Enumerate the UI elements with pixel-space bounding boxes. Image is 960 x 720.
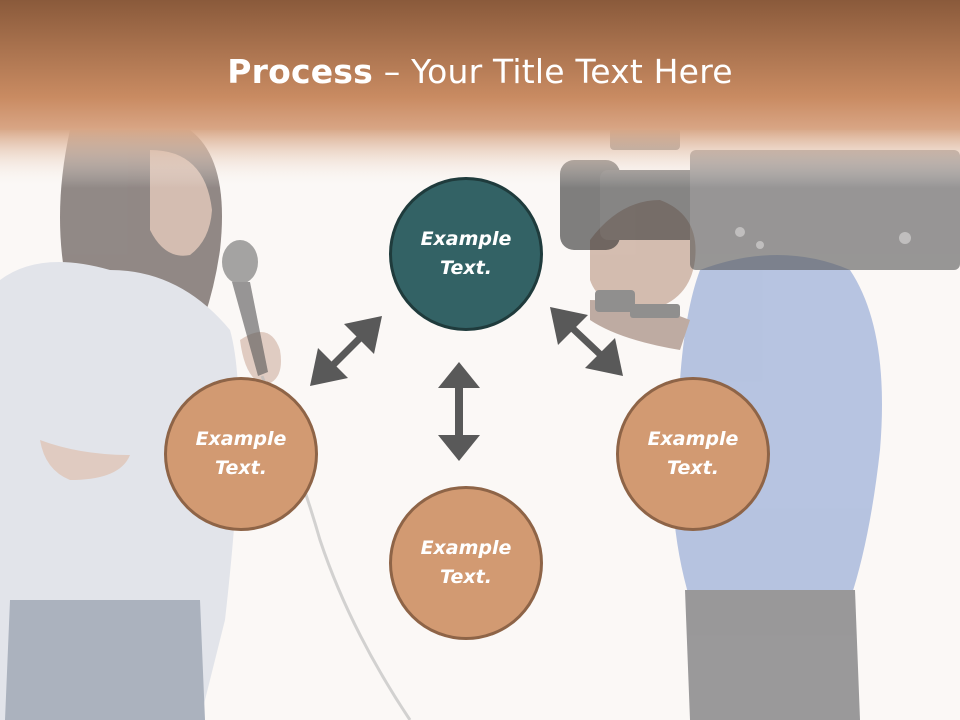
- arrow-right-diagonal: [550, 307, 623, 376]
- title-bold: Process: [227, 52, 373, 91]
- node-right-label: Example Text.: [647, 428, 739, 479]
- arrow-vertical: [438, 362, 480, 461]
- slide-title: Process – Your Title Text Here: [0, 52, 960, 91]
- arrow-left-diagonal: [310, 316, 382, 386]
- node-right[interactable]: Example Text.: [616, 377, 770, 531]
- node-top-label: Example Text.: [420, 228, 512, 279]
- node-bottom-label: Example Text.: [420, 537, 512, 588]
- title-separator: –: [373, 52, 412, 91]
- node-bottom[interactable]: Example Text.: [389, 486, 543, 640]
- node-top[interactable]: Example Text.: [389, 177, 543, 331]
- title-text: Your Title Text Here: [411, 52, 733, 91]
- node-left[interactable]: Example Text.: [164, 377, 318, 531]
- node-left-label: Example Text.: [195, 428, 287, 479]
